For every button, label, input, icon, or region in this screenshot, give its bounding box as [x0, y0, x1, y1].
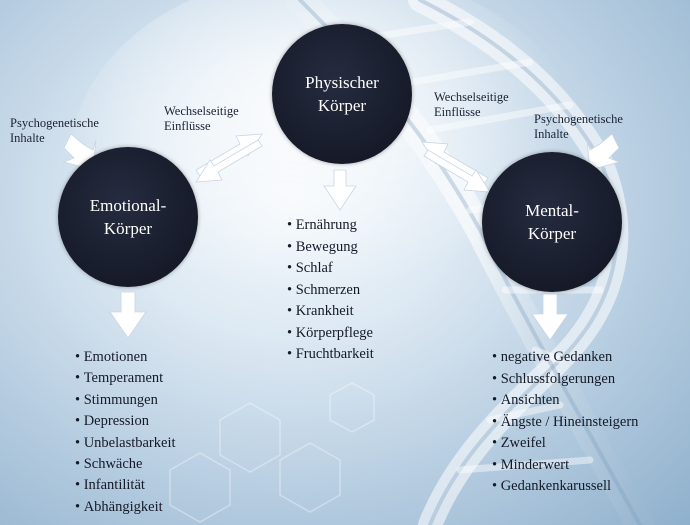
label-line: Wechselseitige [434, 90, 509, 104]
node-title-line: Körper [527, 224, 577, 243]
list-item: Schlussfolgerungen [492, 369, 638, 391]
arrow-wechsel-right-down [423, 149, 491, 193]
list-item: Krankheit [287, 301, 374, 323]
label-line: Psychogenetische [534, 112, 623, 126]
list-item: Depression [75, 411, 176, 432]
list-item: Gedankenkarussell [492, 476, 638, 498]
list-item: Schwäche [75, 454, 176, 475]
label-line: Inhalte [534, 127, 569, 141]
label-line: Einflüsse [164, 119, 211, 133]
label-line: Psychogenetische [10, 116, 99, 130]
list-mental-koerper: negative Gedanken Schlussfolgerungen Ans… [492, 347, 639, 498]
list-item: Zweifel [492, 433, 638, 455]
list-item: Unbelastbarkeit [75, 433, 176, 454]
node-mental-koerper: Mental- Körper [482, 152, 622, 292]
list-item: Infantilität [75, 475, 176, 496]
label-line: Inhalte [10, 131, 45, 145]
node-title-line: Mental- [525, 201, 579, 220]
arrow-down-emotional [109, 291, 147, 339]
list-item: Ansichten [492, 390, 638, 412]
label-psychogenetische-inhalte-left: Psychogenetische Inhalte [10, 116, 99, 146]
node-title-line: Emotional- [89, 196, 167, 215]
arrow-down-mental [531, 293, 569, 341]
node-title-line: Physischer [305, 73, 379, 92]
list-item: Schlaf [287, 258, 374, 280]
node-title-line: Körper [317, 96, 367, 115]
label-psychogenetische-inhalte-right: Psychogenetische Inhalte [534, 112, 623, 142]
list-item: Abhängigkeit [75, 497, 176, 518]
node-title-line: Körper [103, 219, 153, 238]
list-item: negative Gedanken [492, 347, 638, 369]
list-emotional-koerper: Emotionen Temperament Stimmungen Depress… [75, 347, 176, 518]
list-item: Minderwert [492, 455, 638, 477]
list-item: Ernährung [287, 215, 374, 237]
arrow-down-physisch [323, 169, 357, 211]
list-physischer-koerper: Ernährung Bewegung Schlaf Schmerzen Kran… [287, 215, 374, 366]
list-item: Bewegung [287, 237, 374, 259]
list-item: Temperament [75, 368, 176, 389]
label-wechselseitige-einfluesse-right: Wechselseitige Einflüsse [434, 90, 509, 120]
node-emotional-koerper: Emotional- Körper [58, 147, 198, 287]
list-item: Emotionen [75, 347, 176, 368]
list-item: Körperpflege [287, 323, 374, 345]
list-item: Fruchtbarkeit [287, 344, 374, 366]
label-line: Wechselseitige [164, 104, 239, 118]
list-item: Schmerzen [287, 280, 374, 302]
label-line: Einflüsse [434, 105, 481, 119]
node-physischer-koerper: Physischer Körper [272, 24, 412, 164]
list-item: Stimmungen [75, 390, 176, 411]
list-item: Ängste / Hineinsteigern [492, 412, 639, 434]
arrow-wechsel-left-down [195, 139, 263, 183]
label-wechselseitige-einfluesse-left: Wechselseitige Einflüsse [164, 104, 239, 134]
